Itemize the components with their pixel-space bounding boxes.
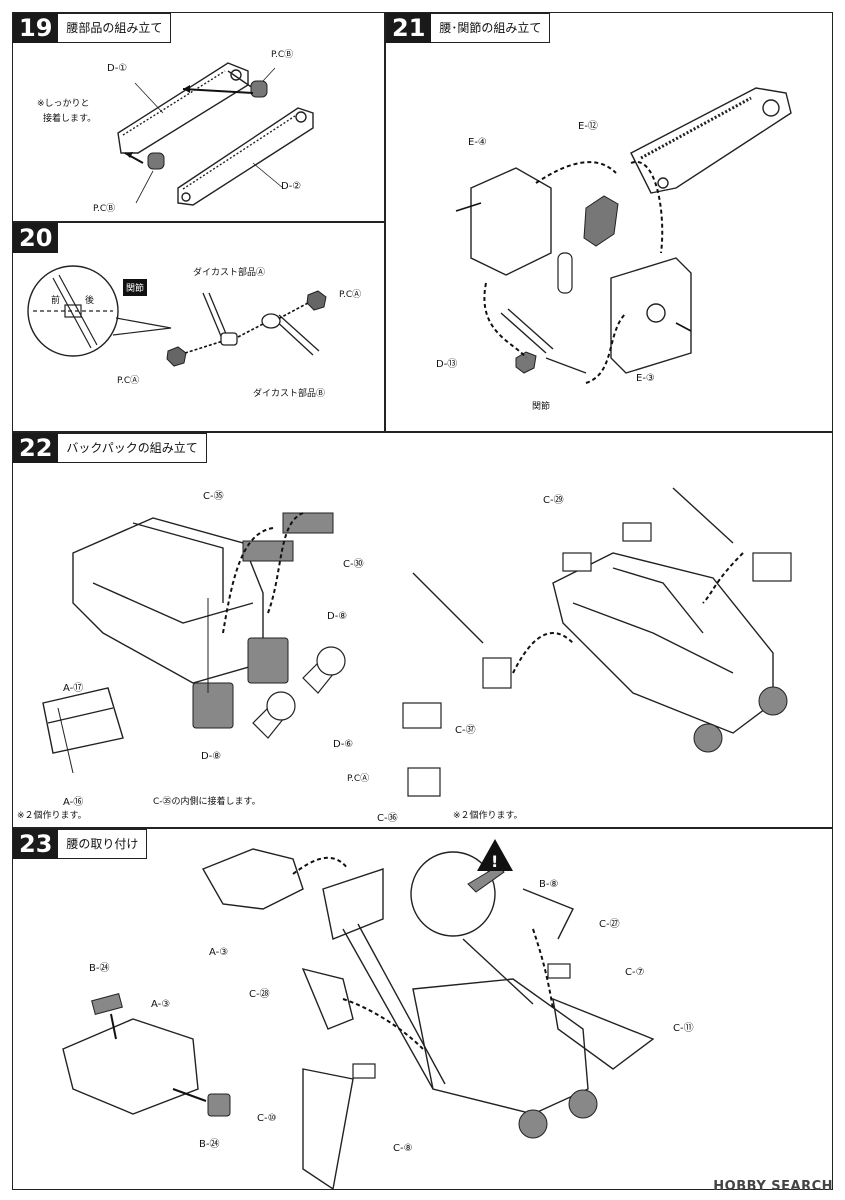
step-21-panel: 21 腰･関節の組み立て xyxy=(385,12,833,432)
step-19-illustration xyxy=(117,62,314,206)
label-e3: E-③ xyxy=(636,373,655,384)
label-back: 後 xyxy=(85,296,95,306)
label-front: 前 xyxy=(51,296,61,306)
note-glue-line-2: 接着します。 xyxy=(43,114,97,124)
label-b24-bottom: B-㉔ xyxy=(199,1139,220,1150)
label-c28: C-㉘ xyxy=(249,989,270,1000)
label-c29: C-㉙ xyxy=(543,495,564,506)
step-22-panel: 22 バックパックの組み立て xyxy=(12,432,833,828)
label-c37: C-㊲ xyxy=(455,725,476,736)
label-pcb-top: P.CⒷ xyxy=(271,50,294,60)
step-22-number: 22 xyxy=(13,433,59,463)
label-d13: D-⑬ xyxy=(436,359,458,370)
label-pca: P.CⒶ xyxy=(347,774,370,784)
step-20-illustration xyxy=(27,265,327,367)
label-b24-top: B-㉔ xyxy=(89,963,110,974)
label-c10: C-⑩ xyxy=(257,1113,277,1124)
step-19-panel: 19 腰部品の組み立て xyxy=(12,12,385,222)
label-c11: C-⑪ xyxy=(673,1023,694,1034)
step-20-header: 20 xyxy=(13,223,59,253)
step-21-number: 21 xyxy=(386,13,432,43)
label-a3-left: A-③ xyxy=(151,999,171,1010)
label-pca-right: P.CⒶ xyxy=(339,290,362,300)
label-d6: D-⑥ xyxy=(333,739,354,750)
step-21-illustration xyxy=(455,87,792,384)
note-c35-inside: C-㉟の内側に接着します。 xyxy=(153,797,261,807)
step-23-number: 23 xyxy=(13,829,59,859)
watermark: HOBBY SEARCH xyxy=(713,1179,833,1194)
step-22-title: バックパックの組み立て xyxy=(58,433,207,463)
step-19-number: 19 xyxy=(13,13,59,43)
label-e4: E-④ xyxy=(468,137,487,148)
label-d2: D-② xyxy=(281,181,302,192)
label-c36: C-㊱ xyxy=(377,813,398,824)
label-diecast-a: ダイカスト部品Ⓐ xyxy=(193,268,266,278)
label-joint: 関節 xyxy=(532,402,551,412)
step-23-title: 腰の取り付け xyxy=(58,829,148,859)
label-d1: D-① xyxy=(107,63,128,74)
label-d8-upper: D-⑧ xyxy=(327,611,348,622)
label-c7: C-⑦ xyxy=(625,967,645,978)
label-c35: C-㉟ xyxy=(203,491,224,502)
label-e12: E-⑫ xyxy=(578,121,598,132)
note-make-two-left: ※２個作ります。 xyxy=(17,811,87,821)
label-d8-lower: D-⑧ xyxy=(201,751,222,762)
label-a3-top: A-③ xyxy=(209,947,229,958)
label-c30: C-㉚ xyxy=(343,559,364,570)
note-make-two-right: ※２個作ります。 xyxy=(453,811,523,821)
step-19-title: 腰部品の組み立て xyxy=(58,13,172,43)
step-20-number: 20 xyxy=(13,223,59,253)
note-glue-line-1: ※しっかりと xyxy=(37,99,90,109)
step-23-header: 23 腰の取り付け xyxy=(13,829,148,859)
label-pcb-bottom: P.CⒷ xyxy=(93,204,116,214)
step-21-header: 21 腰･関節の組み立て xyxy=(386,13,551,43)
label-pca-left: P.CⒶ xyxy=(117,376,140,386)
step-21-title: 腰･関節の組み立て xyxy=(431,13,551,43)
step-22-illustration xyxy=(42,487,792,797)
svg-text:!: ! xyxy=(491,852,498,871)
step-23-illustration: ! xyxy=(62,839,655,1191)
step-20-panel: 20 関節 前 後 xyxy=(12,222,385,432)
label-diecast-b: ダイカスト部品Ⓑ xyxy=(253,389,326,399)
label-c8: C-⑧ xyxy=(393,1143,413,1154)
step-23-panel: 23 腰の取り付け xyxy=(12,828,833,1191)
label-b8: B-⑧ xyxy=(539,879,559,890)
step-19-header: 19 腰部品の組み立て xyxy=(13,13,172,43)
step-22-header: 22 バックパックの組み立て xyxy=(13,433,207,463)
label-c27: C-㉗ xyxy=(599,919,620,930)
label-a17: A-⑰ xyxy=(63,683,84,694)
joint-tag: 関節 xyxy=(123,279,148,296)
label-a16: A-⑯ xyxy=(63,797,84,808)
